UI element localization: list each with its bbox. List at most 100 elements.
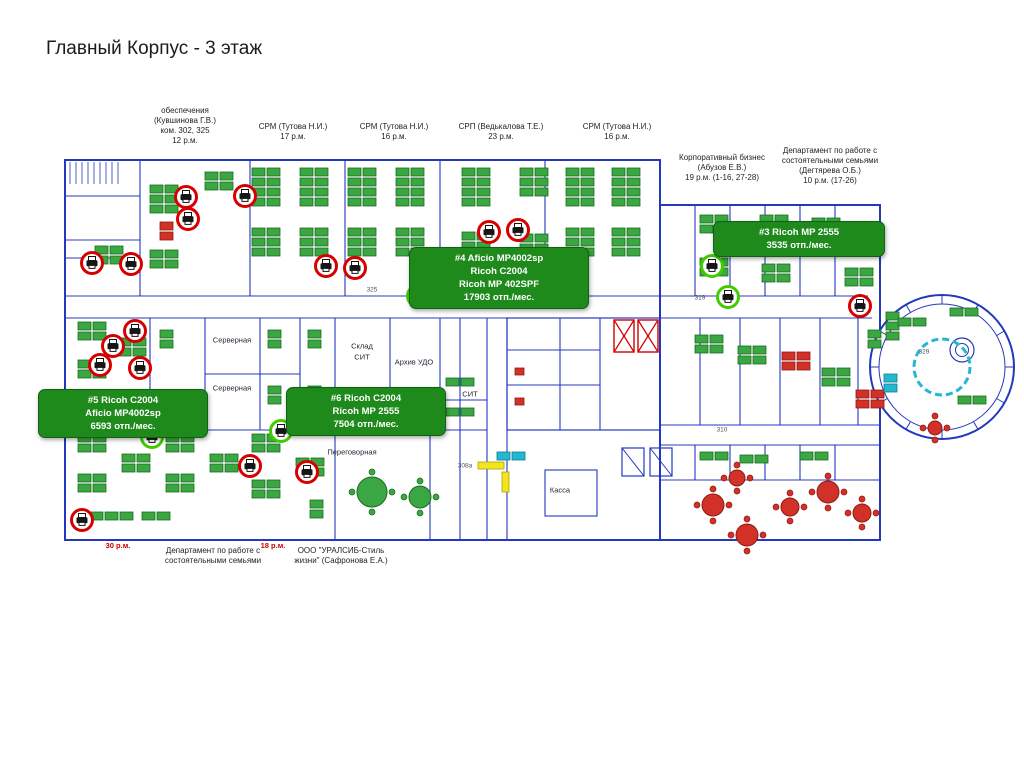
round-table — [727, 515, 767, 555]
desk-cluster — [799, 451, 829, 461]
desk-cluster — [89, 511, 134, 521]
desk-cluster — [251, 479, 281, 499]
printer-icon — [269, 419, 293, 443]
fixture — [514, 367, 525, 376]
desk-cluster — [565, 167, 595, 207]
printer-icon — [477, 220, 501, 244]
desk-cluster — [149, 184, 179, 214]
rotunda-radial — [996, 398, 1005, 404]
printer-icon — [119, 252, 143, 276]
desk-cluster — [395, 167, 425, 207]
round-table — [772, 489, 808, 525]
desk-cluster — [159, 329, 174, 349]
desk-cluster — [251, 227, 281, 257]
desk-cluster — [141, 511, 171, 521]
desk-cluster — [844, 267, 874, 287]
round-table — [808, 472, 848, 512]
desk-cluster — [307, 329, 322, 349]
printer-icon — [101, 334, 125, 358]
printer-icon — [406, 284, 430, 308]
desk-cluster — [209, 453, 239, 473]
desk-cluster — [867, 329, 882, 349]
desk-cluster — [165, 473, 195, 493]
desk-cluster — [159, 221, 174, 241]
round-table — [348, 468, 396, 516]
desk-cluster — [821, 367, 851, 387]
yellow-counter — [477, 461, 505, 470]
round-table — [693, 485, 733, 525]
printer-icon — [70, 508, 94, 532]
printer-icon — [174, 185, 198, 209]
rotunda-core — [949, 337, 975, 363]
desk-cluster — [79, 397, 124, 407]
round-table — [844, 495, 880, 531]
printer-icon — [343, 256, 367, 280]
desk-cluster — [347, 167, 377, 207]
desk-cluster — [309, 499, 324, 519]
desk-cluster — [461, 167, 491, 207]
rotunda-radial — [973, 421, 979, 430]
printer-icon — [295, 460, 319, 484]
desk-cluster — [267, 329, 282, 349]
desk-cluster — [737, 345, 767, 365]
desk-cluster — [781, 351, 811, 371]
printer-icon — [88, 353, 112, 377]
kassa-room — [544, 469, 598, 517]
desk-cluster — [299, 167, 329, 207]
rotunda-radial — [905, 304, 911, 313]
page-title: Главный Корпус - 3 этаж — [46, 38, 263, 59]
round-table — [919, 412, 951, 444]
printer-icon — [506, 218, 530, 242]
desk-cluster — [121, 453, 151, 473]
round-table — [720, 461, 754, 495]
printer-icon — [700, 254, 724, 278]
desk-cluster — [251, 167, 281, 207]
printer-icon — [238, 454, 262, 478]
printer-icon — [123, 319, 147, 343]
printer-icon — [128, 356, 152, 380]
desk-cluster — [883, 373, 898, 393]
printer-icon — [314, 254, 338, 278]
desk-cluster — [445, 407, 475, 417]
printer-icon — [233, 184, 257, 208]
yellow-counter — [501, 471, 510, 493]
desk-cluster — [204, 171, 234, 191]
round-table — [400, 477, 440, 517]
printer-icon — [848, 294, 872, 318]
rotunda-cyan-ring — [912, 337, 972, 397]
desk-cluster — [957, 395, 987, 405]
printer-icon — [176, 207, 200, 231]
desk-cluster — [519, 167, 549, 197]
service-core — [506, 317, 661, 431]
stairwell-icon — [621, 447, 645, 477]
desk-cluster — [949, 307, 979, 317]
desk-cluster — [855, 389, 885, 409]
desk-cluster — [761, 263, 791, 283]
elevator-shaft-icon — [613, 319, 635, 353]
fixture — [514, 397, 525, 406]
desk-cluster — [611, 167, 641, 207]
stairwell-icon — [649, 447, 673, 477]
desk-cluster — [299, 227, 329, 257]
desk-cluster — [445, 377, 475, 387]
rotunda-radial — [996, 330, 1005, 336]
desk-cluster — [77, 473, 107, 493]
desk-cluster — [897, 317, 927, 327]
desk-cluster — [267, 385, 282, 405]
desk-cluster — [694, 334, 724, 354]
desk-cluster — [77, 321, 107, 341]
elevator-shaft-icon — [637, 319, 659, 353]
desk-cluster — [699, 451, 729, 461]
rotunda-core-inner — [955, 343, 969, 357]
desk-cluster — [149, 249, 179, 269]
printer-icon — [80, 251, 104, 275]
printer-icon — [140, 425, 164, 449]
desk-cluster — [739, 454, 769, 464]
desk-cluster — [347, 227, 377, 257]
desk-cluster — [611, 227, 641, 257]
printer-icon — [716, 285, 740, 309]
rotunda-radial — [905, 421, 911, 430]
desk-cluster — [496, 451, 526, 461]
